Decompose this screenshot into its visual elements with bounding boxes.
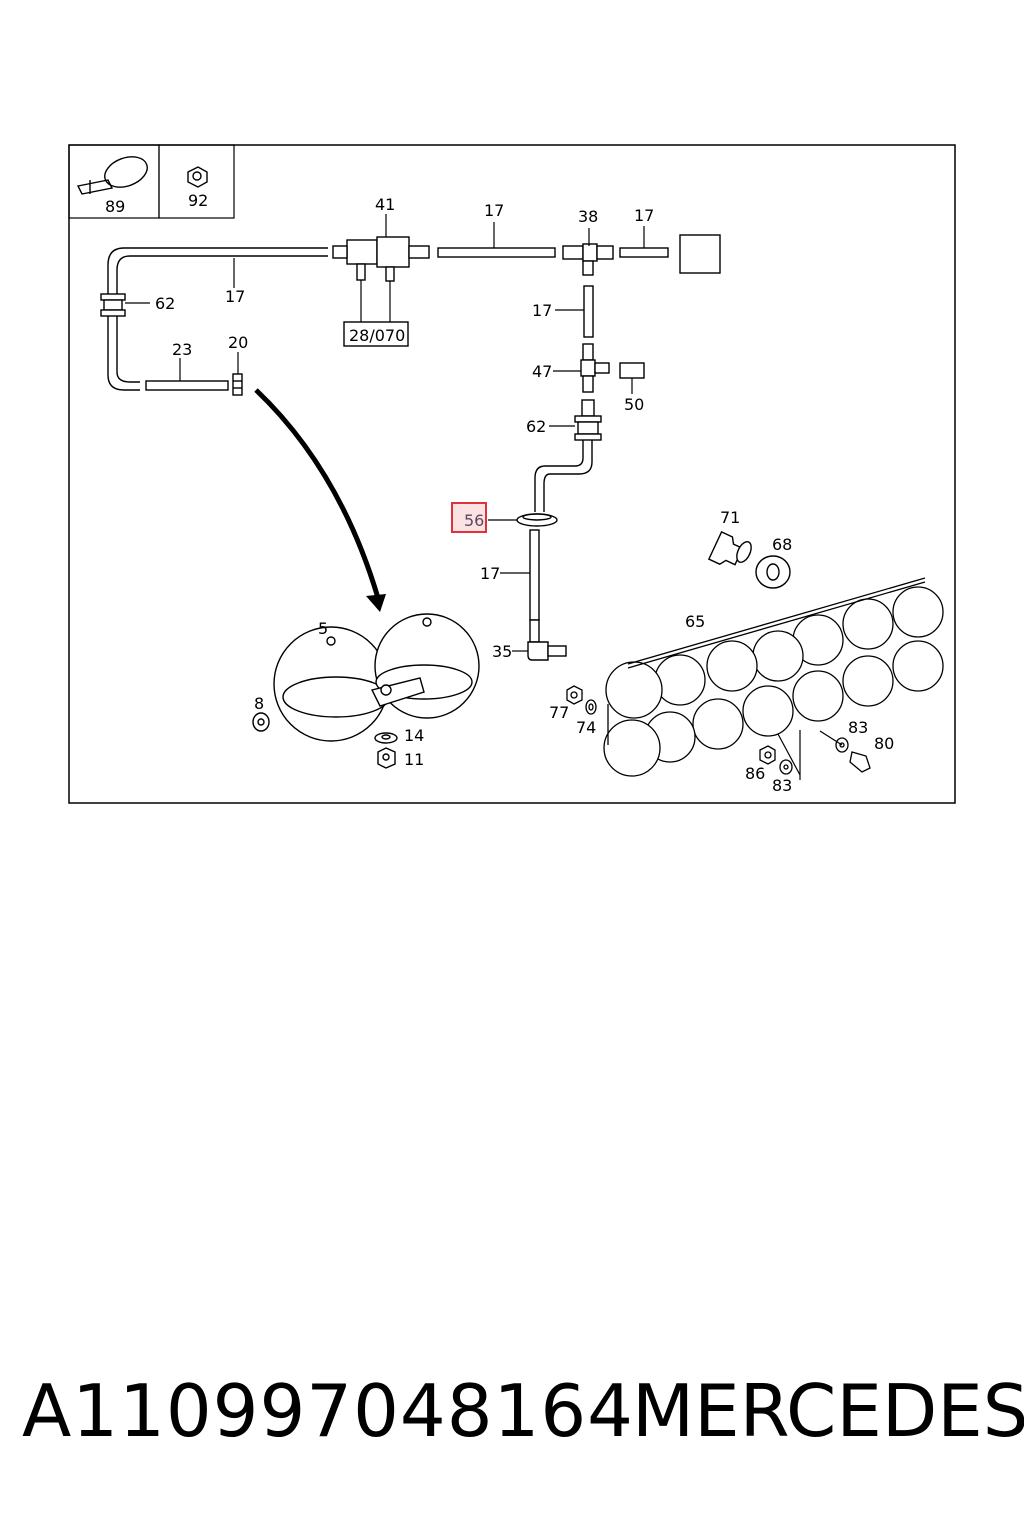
callout-5: 5 (318, 619, 328, 638)
callout-62-left: 62 (155, 294, 175, 313)
callout-83-upper: 83 (848, 718, 868, 737)
callout-28-070: 28/070 (349, 326, 405, 345)
callout-17-top-right: 17 (634, 206, 654, 225)
cable-tie-icon (76, 156, 148, 195)
callout-74: 74 (576, 718, 596, 737)
callout-23: 23 (172, 340, 192, 359)
callout-86: 86 (745, 764, 765, 783)
callout-71: 71 (720, 508, 740, 527)
callout-20: 20 (228, 333, 248, 352)
grommet-62-left (100, 293, 126, 317)
small-parts-8-14-11 (252, 712, 398, 769)
nut-icon (187, 166, 208, 188)
callout-65: 65 (685, 612, 705, 631)
callout-labels: 89 92 41 17 38 17 62 17 28/070 23 20 17 … (105, 191, 894, 795)
callout-11: 11 (404, 750, 424, 769)
callout-68: 68 (772, 535, 792, 554)
reservoir-5 (273, 613, 480, 742)
highlight-box-56 (451, 502, 487, 533)
grommet-62-right (574, 399, 602, 441)
damper-56 (516, 513, 558, 527)
diagram-frame (68, 144, 956, 804)
callout-89: 89 (105, 197, 125, 216)
callout-92: 92 (188, 191, 208, 210)
callout-17-mid: 17 (532, 301, 552, 320)
elbow-35 (527, 619, 567, 661)
curved-arrow (254, 388, 386, 612)
callout-17-left: 17 (225, 287, 245, 306)
callout-35: 35 (492, 642, 512, 661)
legend-box-92 (158, 144, 235, 219)
tee-fitting-38 (562, 243, 614, 276)
callout-41: 41 (375, 195, 395, 214)
callout-17-top: 17 (484, 201, 504, 220)
tube-lines (107, 234, 721, 621)
parts-diagram: 89 92 41 17 38 17 62 17 28/070 23 20 17 … (68, 144, 956, 804)
callout-62-right: 62 (526, 417, 546, 436)
callout-83-lower: 83 (772, 776, 792, 795)
callout-17-lower: 17 (480, 564, 500, 583)
callout-80: 80 (874, 734, 894, 753)
part-number: A110997048164 (22, 1369, 634, 1453)
callout-56: 56 (464, 511, 484, 530)
callout-77: 77 (549, 703, 569, 722)
callout-14: 14 (404, 726, 424, 745)
callout-8: 8 (254, 694, 264, 713)
valve-41 (332, 236, 430, 282)
brand-name: MERCEDES (632, 1369, 1024, 1453)
leader-lines (125, 214, 843, 780)
callout-50: 50 (624, 395, 644, 414)
tee-fitting-47 (580, 343, 610, 393)
callout-47: 47 (532, 362, 552, 381)
cell-pack-65 (603, 577, 944, 777)
callout-38: 38 (578, 207, 598, 226)
plug-71-grommet-68 (707, 530, 791, 589)
label-box-28-070 (343, 321, 409, 347)
